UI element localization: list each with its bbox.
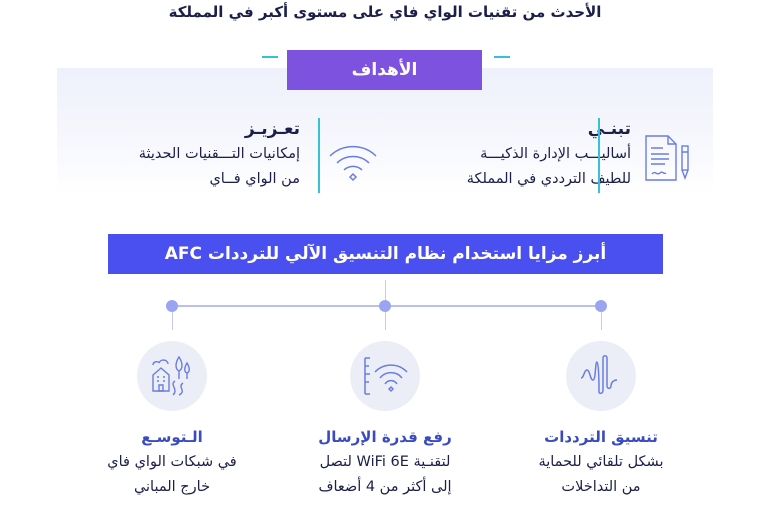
timeline-dot — [595, 300, 607, 312]
feature-frequency-coordination: تنسيق الترددات بشكل تلقائي للحماية من ال… — [491, 425, 711, 500]
feature-title: رفع قدرة الإرسال — [318, 428, 452, 446]
divider — [598, 118, 600, 193]
goals-tab: الأهداف — [287, 50, 482, 90]
feature-line: خارج المباني — [133, 479, 211, 495]
goal-line: أساليـــب الإدارة الذكيـــة — [480, 146, 631, 162]
wifi-signal-ruler-icon — [350, 341, 420, 411]
connector — [385, 280, 386, 306]
connector — [385, 312, 386, 330]
feature-line: في شبكات الواي فاي — [107, 454, 237, 470]
house-landscape-icon — [137, 341, 207, 411]
wifi-icon — [327, 140, 379, 188]
connector — [601, 312, 602, 330]
feature-expansion: الـتوسـع في شبكات الواي فاي خارج المباني — [62, 425, 282, 500]
feature-line: إلى أكثر من 4 أضعاف — [318, 479, 452, 495]
goal-title: تعـزيـز — [244, 119, 300, 139]
feature-line: لتقنـية WiFi 6E لتصل — [319, 454, 451, 470]
timeline-dot — [379, 300, 391, 312]
goal-adopt: تبنـي أساليـــب الإدارة الذكيـــة للطيف … — [467, 117, 631, 192]
goal-line: إمكانيات التـــقنيات الحديثة — [138, 146, 300, 162]
timeline-dot — [166, 300, 178, 312]
frequency-wave-icon — [566, 341, 636, 411]
goal-line: للطيف الترددي في المملكة — [466, 171, 631, 187]
goal-line: من الواي فــاي — [209, 171, 300, 187]
feature-line: من التداخلات — [561, 479, 641, 495]
feature-line: بشكل تلقائي للحماية — [538, 454, 664, 470]
document-pen-icon — [642, 132, 692, 188]
divider — [318, 118, 320, 193]
feature-transmit-power: رفع قدرة الإرسال لتقنـية WiFi 6E لتصل إل… — [275, 425, 495, 500]
feature-title: تنسيق الترددات — [544, 428, 658, 446]
goal-enhance: تعـزيـز إمكانيات التـــقنيات الحديثة من … — [139, 117, 300, 192]
afc-banner: أبرز مزايا استخدام نظام التنسيق الآلي لل… — [108, 234, 663, 274]
connector — [172, 312, 173, 330]
feature-title: الـتوسـع — [141, 428, 203, 446]
goal-title: تبنـي — [587, 119, 631, 139]
decor-dash — [262, 56, 278, 58]
page-subtitle: الأحدث من تقنيات الواي فاي على مستوى أكب… — [168, 3, 602, 21]
decor-dash — [494, 56, 510, 58]
